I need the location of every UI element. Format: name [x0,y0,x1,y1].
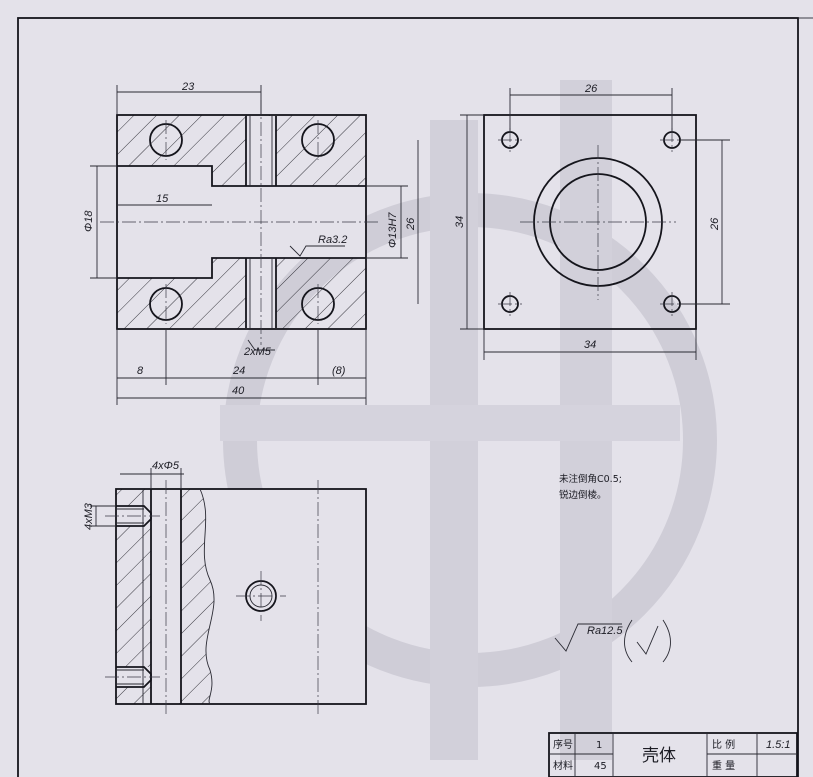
dim-8: 8 [137,365,144,377]
dim-diam18: Φ18 [83,210,95,232]
front-dimensions: 23 15 Φ18 Φ13H7 26 Ra3.2 2xM5 8 24 (8) 4… [83,81,419,405]
dim-26: 26 [405,217,417,231]
front-section-view [100,100,380,345]
dim-4xm3: 4xM3 [83,502,95,530]
tb-row2-label: 材料 [553,759,573,772]
tb-row1-label: 序号 [553,738,573,751]
dim-23: 23 [181,81,195,93]
dim-40: 40 [232,385,245,397]
note-line-2: 锐边倒棱。 [559,489,607,501]
dim-24: 24 [232,365,245,377]
drawing-border [17,17,799,777]
tb-scale-value: 1.5:1 [766,739,790,751]
technical-notes: 未注倒角C0.5; 锐边倒棱。 [559,473,622,501]
tb-weight-label: 重 量 [712,759,735,772]
title-block: 序号 1 材料 45 壳体 比 例 1.5:1 重 量 [548,732,798,777]
dim-top-34-w: 34 [584,339,596,351]
dim-top-26-x: 26 [584,83,598,95]
side-view [105,480,367,715]
dim-diam13h7: Φ13H7 [387,212,399,248]
dim-15: 15 [156,193,169,205]
roughness-ra3-2: Ra3.2 [318,234,347,246]
tb-row1-value: 1 [596,740,602,751]
dim-2xm5: 2xM5 [243,346,272,358]
watermark [220,80,717,760]
dim-top-26-y: 26 [709,217,721,231]
dim-4xdiam5: 4xΦ5 [152,460,180,472]
top-dimensions: 26 34 26 34 [454,83,730,360]
dim-top-34-h: 34 [454,216,466,228]
surface-finish-value: Ra12.5 [587,625,623,637]
note-line-1: 未注倒角C0.5; [559,473,622,485]
tb-part-name: 壳体 [642,746,676,766]
side-dimensions: 4xΦ5 4xM3 [83,460,184,530]
dim-8-ref: (8) [332,365,346,377]
surface-finish-symbol: Ra12.5 [554,619,671,663]
tb-scale-label: 比 例 [712,738,735,751]
tb-row2-value: 45 [594,761,607,772]
